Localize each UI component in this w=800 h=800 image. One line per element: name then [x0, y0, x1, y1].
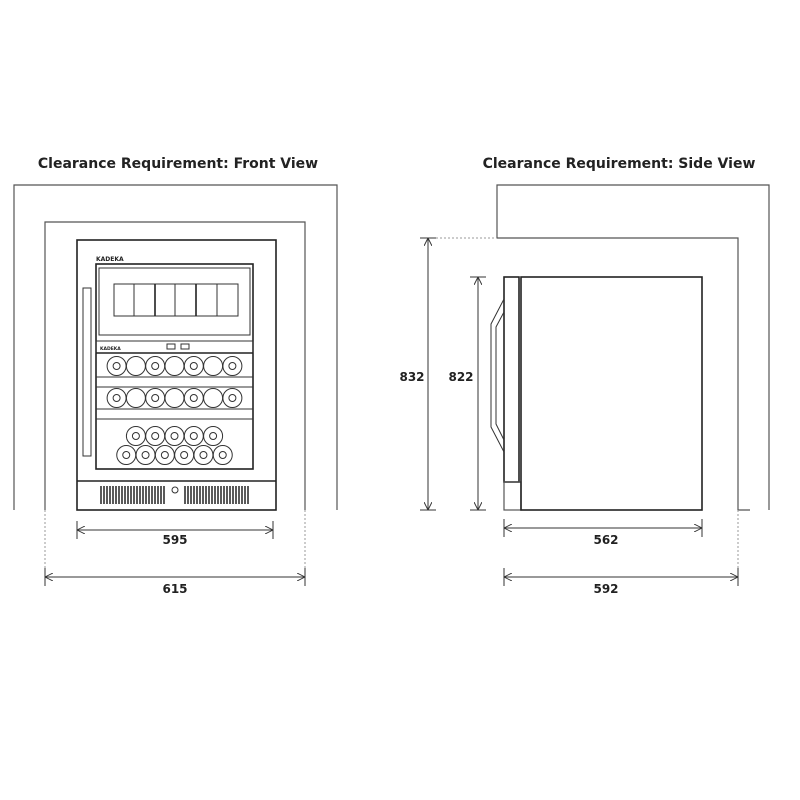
bottle — [125, 356, 146, 376]
bottle-neck — [131, 432, 140, 440]
ventilation-grille — [100, 486, 249, 504]
wine-cooler-side — [490, 276, 703, 511]
bottle — [164, 356, 185, 376]
bottle-neck — [199, 451, 208, 459]
panel-brand: KADEKA — [100, 346, 121, 352]
brand-logo: KADEKA — [96, 256, 124, 263]
bottle — [106, 388, 127, 408]
appliance-depth-label: 562 — [593, 533, 618, 547]
appliance-height-label: 822 — [448, 370, 473, 384]
bottle-neck — [170, 432, 179, 440]
bottle — [164, 426, 185, 446]
bottle-neck — [180, 451, 189, 459]
bottle-neck — [151, 432, 160, 440]
door-handle — [490, 298, 505, 453]
bottle — [125, 388, 146, 408]
inner-niche-outline — [497, 237, 750, 511]
door-side — [503, 276, 520, 483]
bottle — [106, 356, 127, 376]
wine-cooler-front: KADEKA KADEKA — [76, 239, 277, 511]
bottle-neck — [218, 451, 227, 459]
niche-height-label: 832 — [399, 370, 424, 384]
niche-depth-label: 592 — [593, 582, 618, 596]
front-view-title: Clearance Requirement: Front View — [38, 156, 318, 172]
bottle-neck — [189, 394, 198, 402]
bottles — [106, 356, 243, 465]
bottle-neck — [228, 394, 237, 402]
bottle — [183, 426, 204, 446]
glass-door — [95, 263, 254, 470]
bottle-neck — [112, 394, 121, 402]
bottle — [154, 445, 175, 465]
bottle — [116, 445, 137, 465]
side-view: Clearance Requirement: Side View 832 822… — [399, 156, 770, 596]
outer-niche-outline — [13, 184, 338, 510]
bottle — [145, 426, 166, 446]
bottle-neck — [141, 451, 150, 459]
bottle-neck — [189, 432, 198, 440]
side-view-title: Clearance Requirement: Side View — [483, 156, 756, 172]
door-handle — [82, 287, 92, 457]
bottle — [135, 445, 156, 465]
niche-width-label: 615 — [162, 582, 187, 596]
bottle — [164, 388, 185, 408]
inner-niche-outline — [44, 221, 306, 510]
bottle — [174, 445, 195, 465]
bottle — [212, 445, 233, 465]
bottle-neck — [189, 362, 198, 370]
appliance-width-label: 595 — [162, 533, 187, 547]
bottle-neck — [112, 362, 121, 370]
outer-niche-outline — [496, 184, 770, 510]
bottle — [183, 388, 204, 408]
bottle — [222, 388, 243, 408]
bottle — [203, 426, 224, 446]
bottle-neck — [228, 362, 237, 370]
front-view: Clearance Requirement: Front View KADEKA… — [13, 156, 338, 596]
bottle — [193, 445, 214, 465]
lock-icon — [171, 486, 179, 494]
bottle — [222, 356, 243, 376]
bottle — [145, 388, 166, 408]
display-bins — [113, 283, 239, 317]
bottle — [203, 388, 224, 408]
bottle-neck — [151, 362, 160, 370]
bottle-neck — [160, 451, 169, 459]
bottle-neck — [122, 451, 131, 459]
cabinet-side — [520, 276, 703, 511]
base-side — [503, 481, 522, 511]
bottle — [203, 356, 224, 376]
bottle-neck — [151, 394, 160, 402]
bottle-neck — [209, 432, 218, 440]
bottle — [125, 426, 146, 446]
bottle — [183, 356, 204, 376]
bottle — [145, 356, 166, 376]
